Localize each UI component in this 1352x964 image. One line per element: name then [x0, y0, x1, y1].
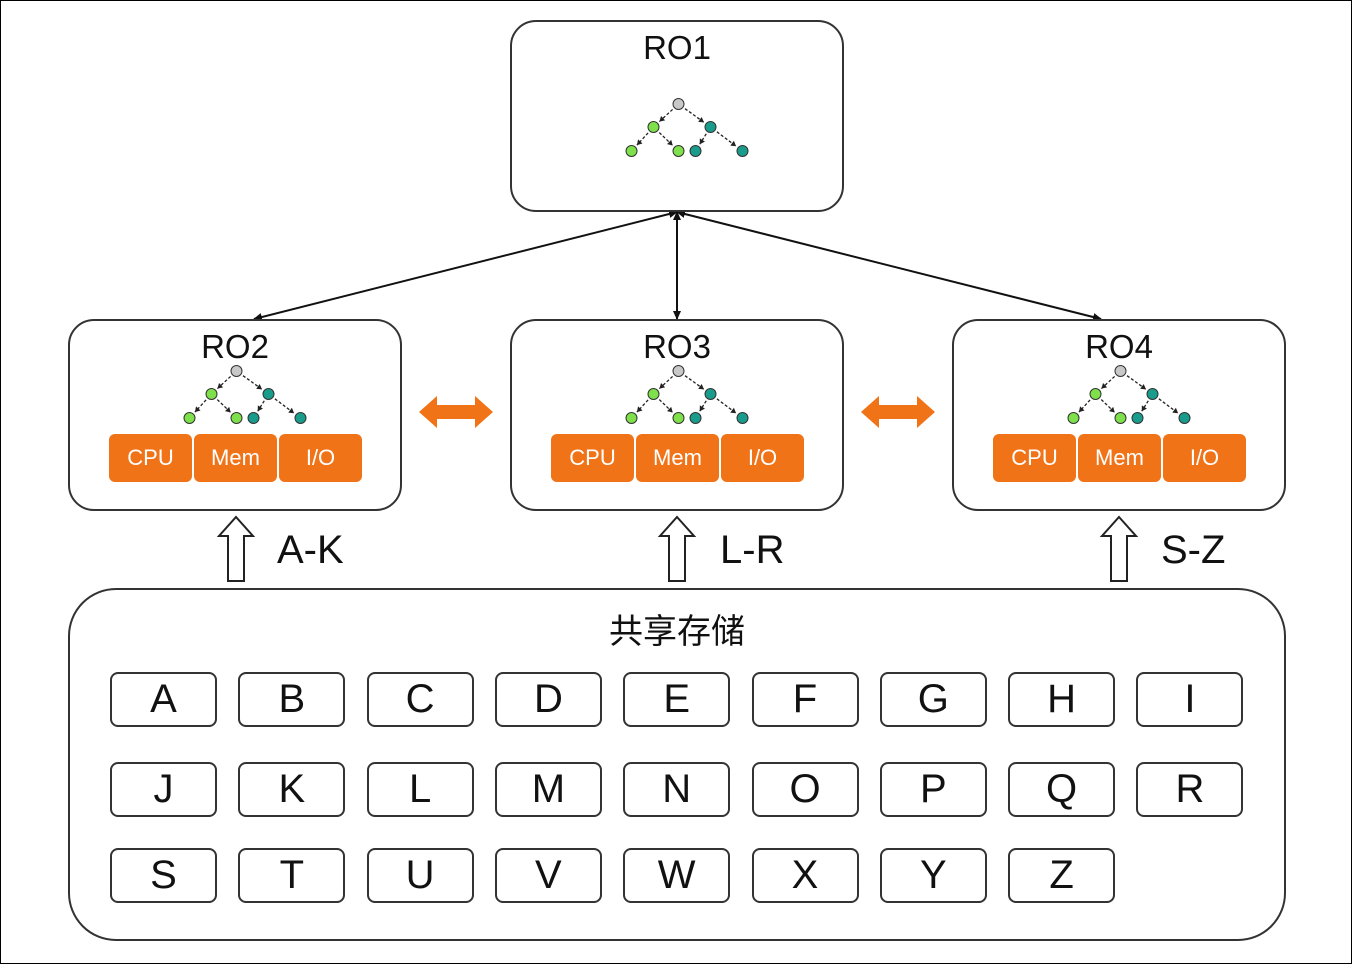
- btree-icon: [1067, 365, 1191, 424]
- node-title: RO1: [643, 29, 711, 66]
- storage-block: S: [110, 848, 217, 903]
- node-ro4: RO4 CPU Mem I/O: [952, 319, 1286, 511]
- storage-block: C: [366, 672, 474, 727]
- storage-title: 共享存储: [609, 612, 745, 652]
- cpu-chip: CPU: [551, 434, 634, 482]
- node-ro3: RO3 CPU Mem I/O: [510, 319, 844, 511]
- resource-bar: CPU Mem I/O: [993, 434, 1246, 482]
- range-label-ro2: A-K: [277, 528, 344, 572]
- up-arrow-ro4: [1099, 515, 1139, 582]
- node-ro1: RO1: [510, 20, 844, 212]
- range-label-ro3: L-R: [720, 528, 785, 572]
- storage-block: F: [751, 672, 859, 727]
- up-arrow-ro3: [657, 515, 697, 582]
- storage-block: P: [879, 762, 987, 817]
- io-chip: I/O: [279, 434, 362, 482]
- storage-block: U: [366, 848, 474, 903]
- btree-icon: [625, 98, 749, 157]
- node-ro2: RO2 CPU Mem I/O: [68, 319, 402, 511]
- sync-arrow-ro2-ro3: [419, 396, 493, 428]
- mem-chip: Mem: [194, 434, 277, 482]
- resource-bar: CPU Mem I/O: [109, 434, 362, 482]
- storage-block: L: [366, 762, 474, 817]
- storage-block: G: [879, 672, 987, 727]
- up-arrow-ro2: [216, 515, 256, 582]
- storage-block: Q: [1008, 762, 1116, 817]
- storage-block: W: [623, 848, 731, 903]
- btree-icon: [183, 365, 307, 424]
- btree-icon: [625, 365, 749, 424]
- storage-block: N: [623, 762, 731, 817]
- storage-block: D: [494, 672, 602, 727]
- storage-block: B: [238, 672, 346, 727]
- resource-bar: CPU Mem I/O: [551, 434, 804, 482]
- storage-block: R: [1136, 762, 1244, 817]
- storage-block: Z: [1008, 848, 1116, 903]
- storage-block: X: [751, 848, 859, 903]
- storage-block: V: [494, 848, 602, 903]
- storage-block: E: [623, 672, 731, 727]
- link-ro1-ro2: [253, 210, 678, 321]
- storage-block: A: [110, 672, 217, 727]
- node-title: RO2: [201, 328, 269, 365]
- storage-block: K: [238, 762, 346, 817]
- cpu-chip: CPU: [109, 434, 192, 482]
- node-title: RO4: [1085, 328, 1153, 365]
- range-label-ro4: S-Z: [1161, 528, 1226, 572]
- link-ro1-ro4: [676, 210, 1102, 321]
- mem-chip: Mem: [1078, 434, 1161, 482]
- storage-block: Y: [879, 848, 987, 903]
- storage-block: M: [494, 762, 602, 817]
- storage-block: O: [751, 762, 859, 817]
- storage-block: H: [1008, 672, 1116, 727]
- storage-block: T: [238, 848, 346, 903]
- storage-block: J: [110, 762, 217, 817]
- node-title: RO3: [643, 328, 711, 365]
- cpu-chip: CPU: [993, 434, 1076, 482]
- sync-arrow-ro3-ro4: [861, 396, 935, 428]
- io-chip: I/O: [1163, 434, 1246, 482]
- io-chip: I/O: [721, 434, 804, 482]
- storage-block: I: [1136, 672, 1244, 727]
- mem-chip: Mem: [636, 434, 719, 482]
